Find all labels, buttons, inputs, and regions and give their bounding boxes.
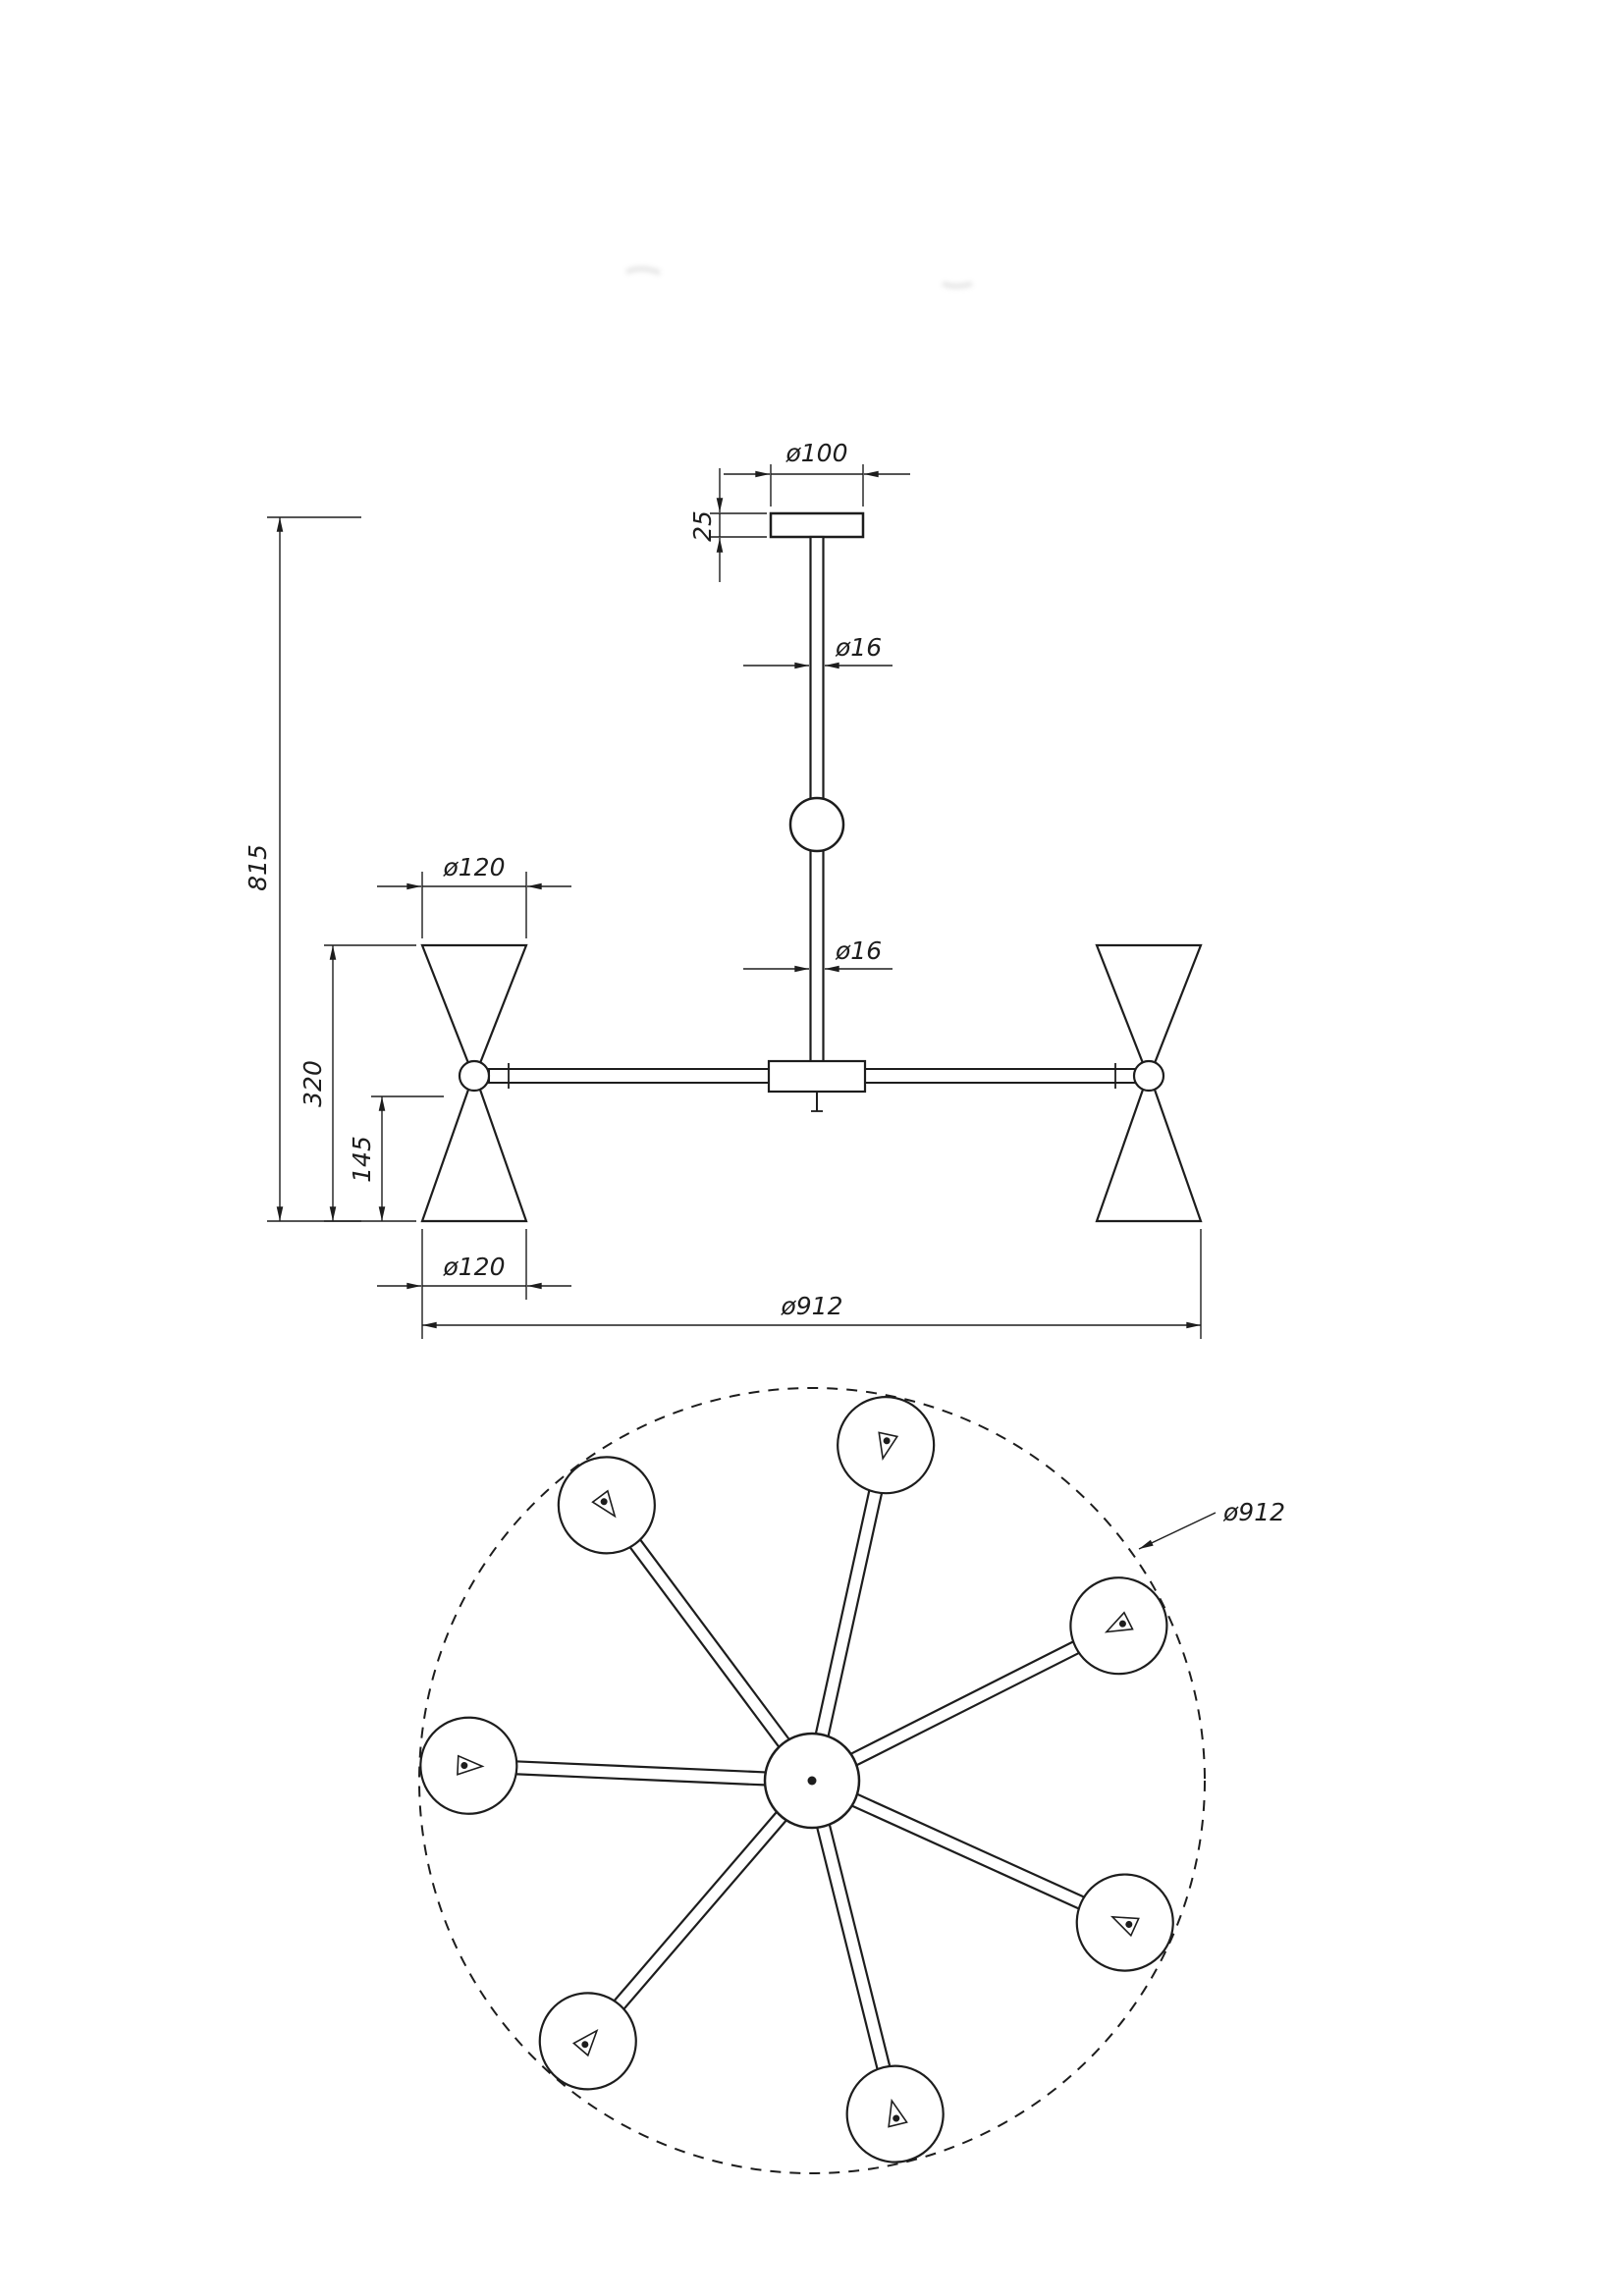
dim-canopy-height: 25 (688, 468, 767, 582)
side-view-dimensions: ø100 25 ø16 ø16 (243, 439, 1202, 1339)
dim-shade-lower-height: 145 (348, 1095, 444, 1222)
ceiling-canopy (769, 511, 865, 539)
dim-plan-boundary-diameter-label: ø912 (1222, 1498, 1285, 1526)
dim-plan-boundary-diameter: ø912 (1138, 1498, 1285, 1550)
ball-joint (788, 796, 845, 853)
dim-total-height: 815 (243, 516, 361, 1222)
arm-5 (775, 1813, 955, 2174)
arm-2 (538, 1436, 824, 1773)
dim-stem-diameter-upper: ø16 (743, 633, 893, 669)
dim-overall-diameter-label: ø912 (780, 1292, 842, 1320)
plan-hub-center-dot (807, 1776, 817, 1786)
arm-4 (518, 1784, 819, 2110)
arm-7 (831, 1560, 1185, 1804)
side-view-geometry (420, 511, 1203, 1223)
dim-stem-diameter-lower-label: ø16 (835, 936, 882, 965)
dim-canopy-diameter-label: ø100 (784, 439, 847, 467)
dim-shade-bottom-diameter-label: ø120 (442, 1253, 505, 1281)
side-view: ø100 25 ø16 ø16 (243, 439, 1203, 1339)
dim-shade-top-diameter: ø120 (377, 853, 571, 938)
plan-view: ø912 (417, 1386, 1285, 2174)
arm-1 (774, 1386, 945, 1746)
shade-left-top-cone (420, 943, 528, 1065)
shade-left-bottom-cone (420, 1088, 528, 1223)
dim-stem-diameter-lower: ø16 (743, 936, 893, 973)
shade-right-waist-joint (1132, 1059, 1165, 1093)
dim-stem-diameter-upper-label: ø16 (835, 633, 882, 662)
dim-shade-top-diameter-label: ø120 (442, 853, 505, 881)
dim-overall-diameter: ø912 (421, 1229, 1202, 1339)
arm-3 (417, 1714, 769, 1828)
shade-left-waist-joint (458, 1059, 491, 1093)
dim-shade-height: 320 (298, 944, 416, 1222)
scan-artifact (625, 266, 973, 289)
hub-block (767, 1059, 867, 1094)
dim-shade-lower-height-label: 145 (348, 1136, 376, 1183)
dim-canopy-height-label: 25 (688, 510, 717, 542)
dim-shade-height-label: 320 (298, 1060, 327, 1107)
arm-6 (834, 1755, 1190, 1988)
dim-canopy-diameter: ø100 (724, 439, 910, 507)
dim-total-height-label: 815 (243, 844, 272, 891)
dim-shade-bottom-diameter: ø120 (377, 1229, 571, 1339)
shade-right-bottom-cone (1095, 1088, 1203, 1223)
boundary-circle (418, 1387, 1206, 2174)
shade-right-top-cone (1095, 943, 1203, 1065)
plan-diameter-leader (1138, 1512, 1217, 1550)
